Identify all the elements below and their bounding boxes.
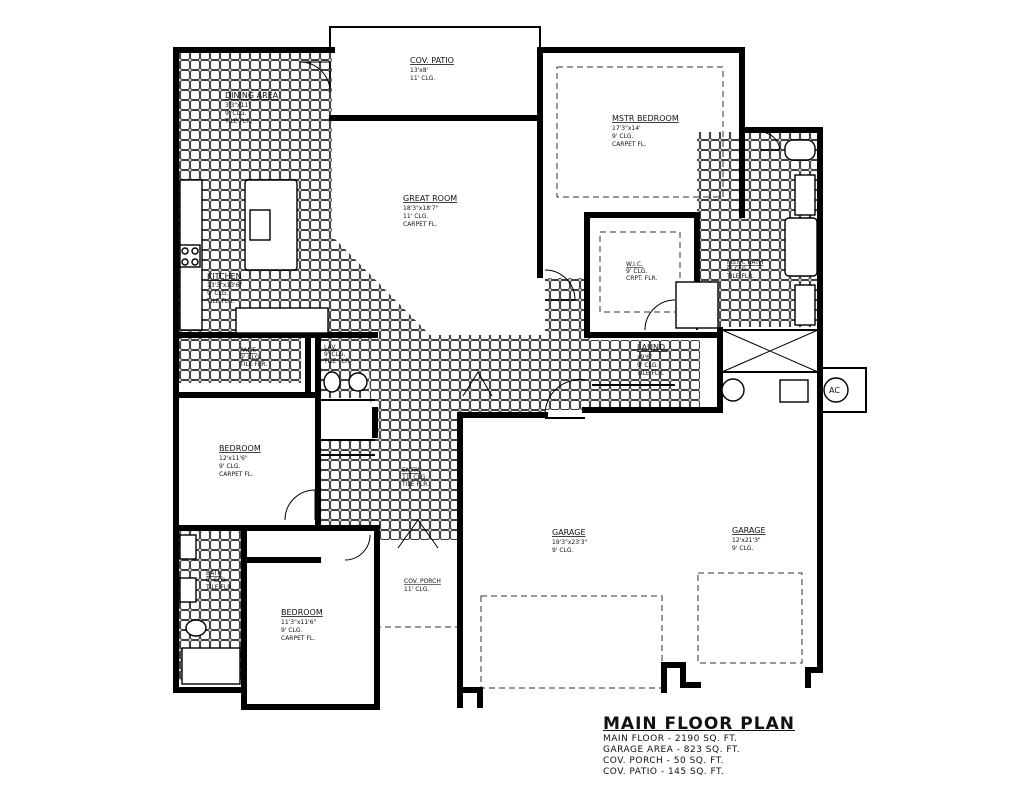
mstr-bath-name: MSTR. BATH (727, 259, 763, 266)
bath-name: BATH (206, 570, 222, 577)
svg-text:TILE FLR.: TILE FLR. (323, 358, 351, 365)
svg-text:TILE FLR.: TILE FLR. (205, 584, 233, 591)
svg-text:CARPET FL.: CARPET FL. (219, 471, 253, 478)
svg-text:TILE FLR.: TILE FLR. (224, 118, 252, 125)
master-name: MSTR BEDROOM (612, 114, 679, 123)
ac-label: AC (829, 386, 840, 395)
svg-text:9' CLG.: 9' CLG. (727, 266, 749, 273)
bedroom1-name: BEDROOM (219, 444, 261, 453)
svg-text:9' CLG.: 9' CLG. (324, 351, 346, 358)
svg-text:11' CLG.: 11' CLG. (410, 75, 435, 82)
plan-title: MAIN FLOOR PLAN (603, 714, 795, 734)
cov-patio-name: COV. PATIO (410, 56, 454, 65)
svg-text:9' CLG.: 9' CLG. (206, 577, 228, 584)
bedroom2-name: BEDROOM (281, 608, 323, 617)
garage-left-name: GARAGE (552, 528, 586, 537)
svg-text:x9'6": x9'6" (637, 354, 653, 361)
summary-main-floor: MAIN FLOOR - 2190 SQ. FT. (603, 734, 738, 744)
wic-name: W.I.C. (626, 261, 643, 268)
svg-text:17'3"x14': 17'3"x14' (612, 125, 641, 132)
svg-text:11'3"x11'6": 11'3"x11'6" (281, 619, 317, 626)
svg-text:9' CLG.: 9' CLG. (225, 110, 247, 117)
laundry-name: LAUND. (637, 343, 668, 352)
svg-text:9' CLG.: 9' CLG. (281, 627, 303, 634)
svg-text:TILE FLR.: TILE FLR. (206, 298, 234, 305)
door-swings (284, 61, 781, 561)
svg-text:9' CLG.: 9' CLG. (207, 290, 229, 297)
cov-porch-name: COV. PORCH (404, 578, 441, 585)
summary-patio: COV. PATIO - 145 SQ. FT. (603, 767, 725, 777)
svg-text:11' CLG.: 11' CLG. (402, 474, 427, 481)
svg-text:9' CLG.: 9' CLG. (626, 268, 648, 275)
walls (173, 26, 823, 710)
great-room-name: GREAT ROOM (403, 194, 457, 203)
svg-text:9' CLG.: 9' CLG. (240, 354, 262, 361)
svg-text:13'3"x13'6": 13'3"x13'6" (207, 282, 243, 289)
svg-text:TILE FLR.: TILE FLR. (239, 361, 267, 368)
fixtures (179, 139, 867, 685)
kitchen-name: KITCHEN (207, 272, 242, 281)
summary-porch: COV. PORCH - 50 SQ. FT. (603, 756, 724, 766)
svg-text:9' CLG.: 9' CLG. (219, 463, 241, 470)
pantry-name: PANT. (240, 347, 257, 354)
svg-text:TILE FLR.: TILE FLR. (401, 481, 429, 488)
svg-text:CARPET FL.: CARPET FL. (281, 635, 315, 642)
svg-text:9' CLG.: 9' CLG. (552, 547, 574, 554)
svg-text:9' CLG.: 9' CLG. (732, 545, 754, 552)
svg-text:3'3"x11': 3'3"x11' (225, 102, 250, 109)
svg-text:12'x11'6": 12'x11'6" (219, 455, 248, 462)
svg-text:TILE FLR.: TILE FLR. (726, 273, 754, 280)
svg-text:9' CLG.: 9' CLG. (612, 133, 634, 140)
svg-text:18'3"x18'7": 18'3"x18'7" (403, 205, 439, 212)
svg-text:11' CLG.: 11' CLG. (403, 213, 428, 220)
lav-name: LAV. (324, 344, 337, 351)
svg-text:13'x8': 13'x8' (410, 67, 429, 74)
svg-text:11' CLG.: 11' CLG. (404, 586, 429, 593)
svg-text:CRPT. FLR.: CRPT. FLR. (626, 275, 657, 282)
garage-right-name: GARAGE (732, 526, 766, 535)
entry-name: ENTRY (402, 467, 422, 474)
svg-text:19'3"x23'3": 19'3"x23'3" (552, 539, 588, 546)
svg-text:12'x21'3": 12'x21'3" (732, 537, 761, 544)
summary-garage: GARAGE AREA - 823 SQ. FT. (603, 745, 741, 755)
ceiling-outlines (375, 66, 803, 689)
svg-text:TILE FLR.: TILE FLR. (636, 370, 664, 377)
dining-name: DINING AREA (225, 91, 279, 100)
svg-text:CARPET FL.: CARPET FL. (403, 221, 437, 228)
plan-legend: MAIN FLOOR PLAN MAIN FLOOR - 2190 SQ. FT… (603, 714, 795, 778)
svg-text:CARPET FL.: CARPET FL. (612, 141, 646, 148)
svg-text:9' CLG.: 9' CLG. (637, 362, 659, 369)
room-labels: COV. PATIO 13'x8' 11' CLG. DINING AREA 3… (205, 56, 840, 642)
